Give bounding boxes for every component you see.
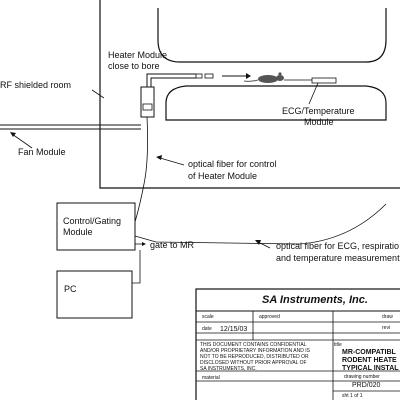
fiber-pointer <box>159 157 185 166</box>
date-value: 12/15/03 <box>220 326 247 333</box>
ecg-fiber-label-2: and temperature measurement <box>276 253 400 263</box>
title-line-3: TYPICAL INSTAL <box>342 365 399 372</box>
material-label: material <box>202 375 220 381</box>
rodent-tail <box>243 79 259 82</box>
control-gating-module <box>56 202 136 251</box>
ecg-module-label-2: Module <box>304 117 334 127</box>
sheet-label: sht 1 of 1 <box>342 393 363 399</box>
hose-end-1 <box>195 73 203 79</box>
heater-module-label-2: close to bore <box>108 61 160 71</box>
heater-fiber <box>134 116 148 223</box>
gate-arrowhead <box>142 242 146 246</box>
drawing-number-label: drawing number <box>344 374 380 380</box>
rf-room-wall <box>99 0 400 189</box>
scale-label: scale <box>202 314 214 320</box>
airflow-arrowhead <box>246 73 251 79</box>
heater-module-label: Heater Module <box>108 50 167 60</box>
notice-line-1: THIS DOCUMENT CONTAINS CONFIDENTIAL <box>200 342 307 348</box>
gate-to-mr-label: gate to MR <box>150 240 195 250</box>
fiber-control-label-2: of Heater Module <box>188 171 257 181</box>
notice-line-4: DISCLOSED WITHOUT PRIOR APPROVAL OF <box>200 360 307 366</box>
ecg-label-pointer <box>308 82 319 105</box>
heater-connector <box>142 103 153 111</box>
control-gating-label-2: Module <box>63 227 93 237</box>
fan-label-pointer <box>11 133 33 149</box>
rodent-head <box>276 75 284 81</box>
fiber-pointer-arrowhead <box>156 155 162 160</box>
pc-label: PC <box>64 284 77 294</box>
heater-module <box>140 86 155 118</box>
ecg-temperature-module <box>311 77 337 84</box>
notice-line-5: SA INSTRUMENTS, INC. <box>200 366 257 372</box>
ecg-fiber-pointer <box>257 241 271 249</box>
magnet-upper <box>157 8 387 63</box>
fan-module-label: Fan Module <box>18 147 66 157</box>
fiber-control-label: optical fiber for control <box>188 159 277 169</box>
date-label: date <box>202 326 212 332</box>
fan-label-arrowhead <box>10 132 16 137</box>
title-label: title <box>334 342 342 348</box>
title-block <box>195 288 400 400</box>
magnet-lower <box>165 85 387 121</box>
ecg-module-label: ECG/Temperature <box>282 106 355 116</box>
rf-room-pointer <box>91 89 105 99</box>
revision-label: revi <box>382 325 390 331</box>
approved-label: approved <box>259 314 280 320</box>
ecg-fiber-label: optical fiber for ECG, respiratio <box>276 241 399 251</box>
pc-cable <box>132 250 141 284</box>
pc-box <box>56 270 133 319</box>
title-line-1: MR-COMPATIBL <box>342 349 397 356</box>
rodent-body <box>258 75 278 83</box>
company-name: SA Instruments, Inc. <box>262 294 368 306</box>
notice-line-2: AND/OR PROPRIETARY INFORMATION AND IS <box>200 348 311 354</box>
drawing-number: PRD/020 <box>352 382 381 389</box>
drawn-label: draw <box>382 314 393 320</box>
heater-hose-inner <box>150 77 196 87</box>
rodent-ear <box>278 72 282 76</box>
ecg-fiber <box>134 203 387 245</box>
control-gating-label: Control/Gating <box>63 216 121 226</box>
hose-end-2 <box>204 73 214 79</box>
rf-room-label: RF shielded room <box>0 80 71 90</box>
notice-line-3: NOT TO BE REPRODUCED, DISTRIBUTED OR <box>200 354 309 360</box>
title-line-2: RODENT HEATE <box>342 357 397 364</box>
heater-hose <box>146 73 196 87</box>
ecg-fiber-arrowhead <box>255 240 261 245</box>
